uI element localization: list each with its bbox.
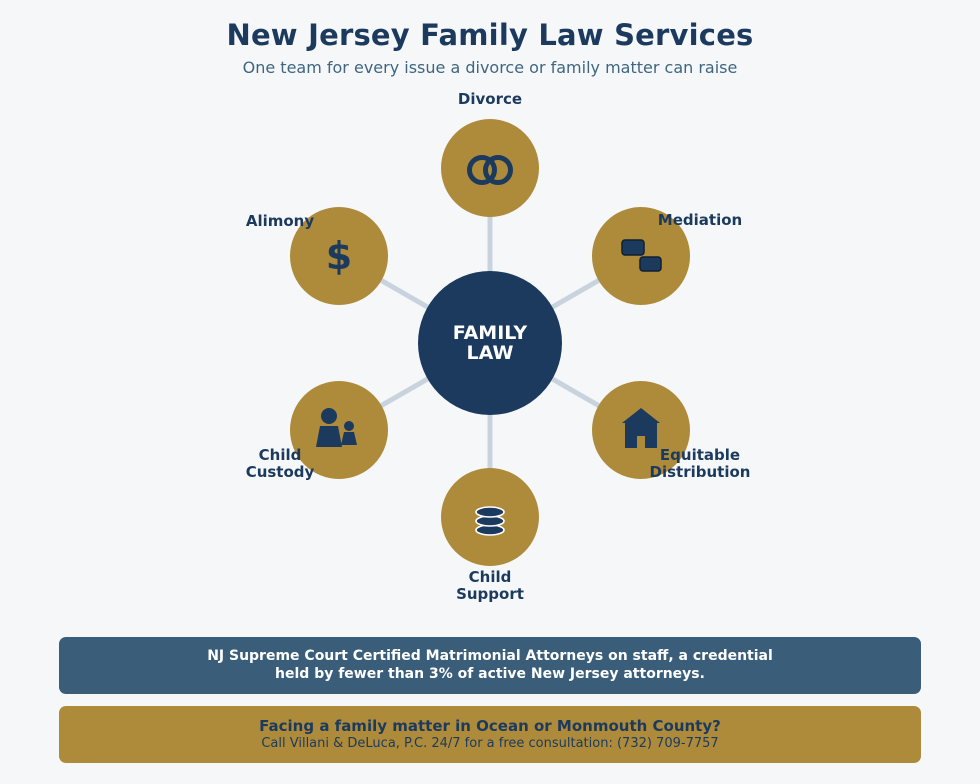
service-label-mediation: Mediation: [658, 211, 742, 229]
hub-label-line2: LAW: [467, 342, 514, 364]
rings-icon: [467, 155, 513, 185]
service-label-child-custody-line2: Custody: [246, 463, 315, 481]
house-icon: [622, 408, 660, 448]
node-circle: [441, 119, 539, 217]
cta-banner: Facing a family matter in Ocean or Monmo…: [59, 706, 921, 763]
family-law-hub-diagram: FAMILY LAW Divorce Mediation Equitable D…: [246, 90, 751, 603]
cta-contact-line: Call Villani & DeLuca, P.C. 24/7 for a f…: [261, 736, 719, 751]
node-circle: [290, 207, 388, 305]
dollar-icon: $: [326, 234, 352, 278]
parent-child-icon: [316, 408, 357, 447]
node-circle: [290, 381, 388, 479]
page-subtitle: One team for every issue a divorce or fa…: [242, 58, 738, 77]
service-node-equitable-distribution: Equitable Distribution: [592, 381, 750, 481]
service-label-equitable-line2: Distribution: [650, 463, 751, 481]
chat-bubbles-icon: [621, 239, 662, 272]
coin-stack-icon: [475, 506, 505, 536]
hub: FAMILY LAW: [418, 271, 562, 415]
service-node-mediation: Mediation: [592, 207, 742, 305]
service-label-child-custody-line1: Child: [259, 446, 302, 464]
service-node-alimony: $ Alimony: [246, 207, 388, 305]
hub-label-line1: FAMILY: [453, 322, 528, 344]
service-node-divorce: Divorce: [441, 90, 539, 217]
service-label-child-support-line2: Support: [456, 585, 524, 603]
service-label-alimony: Alimony: [246, 212, 315, 230]
service-label-divorce: Divorce: [458, 90, 522, 108]
service-node-child-custody: Child Custody: [246, 381, 388, 481]
service-label-child-support-line1: Child: [469, 568, 512, 586]
page-title: New Jersey Family Law Services: [226, 18, 754, 52]
service-node-child-support: Child Support: [441, 468, 539, 603]
credential-line2: held by fewer than 3% of active New Jers…: [275, 666, 705, 682]
node-circle: [592, 207, 690, 305]
credential-banner: NJ Supreme Court Certified Matrimonial A…: [59, 637, 921, 694]
hub-circle: [418, 271, 562, 415]
credential-line1: NJ Supreme Court Certified Matrimonial A…: [207, 648, 773, 664]
service-label-equitable-line1: Equitable: [660, 446, 740, 464]
cta-heading: Facing a family matter in Ocean or Monmo…: [259, 717, 721, 735]
